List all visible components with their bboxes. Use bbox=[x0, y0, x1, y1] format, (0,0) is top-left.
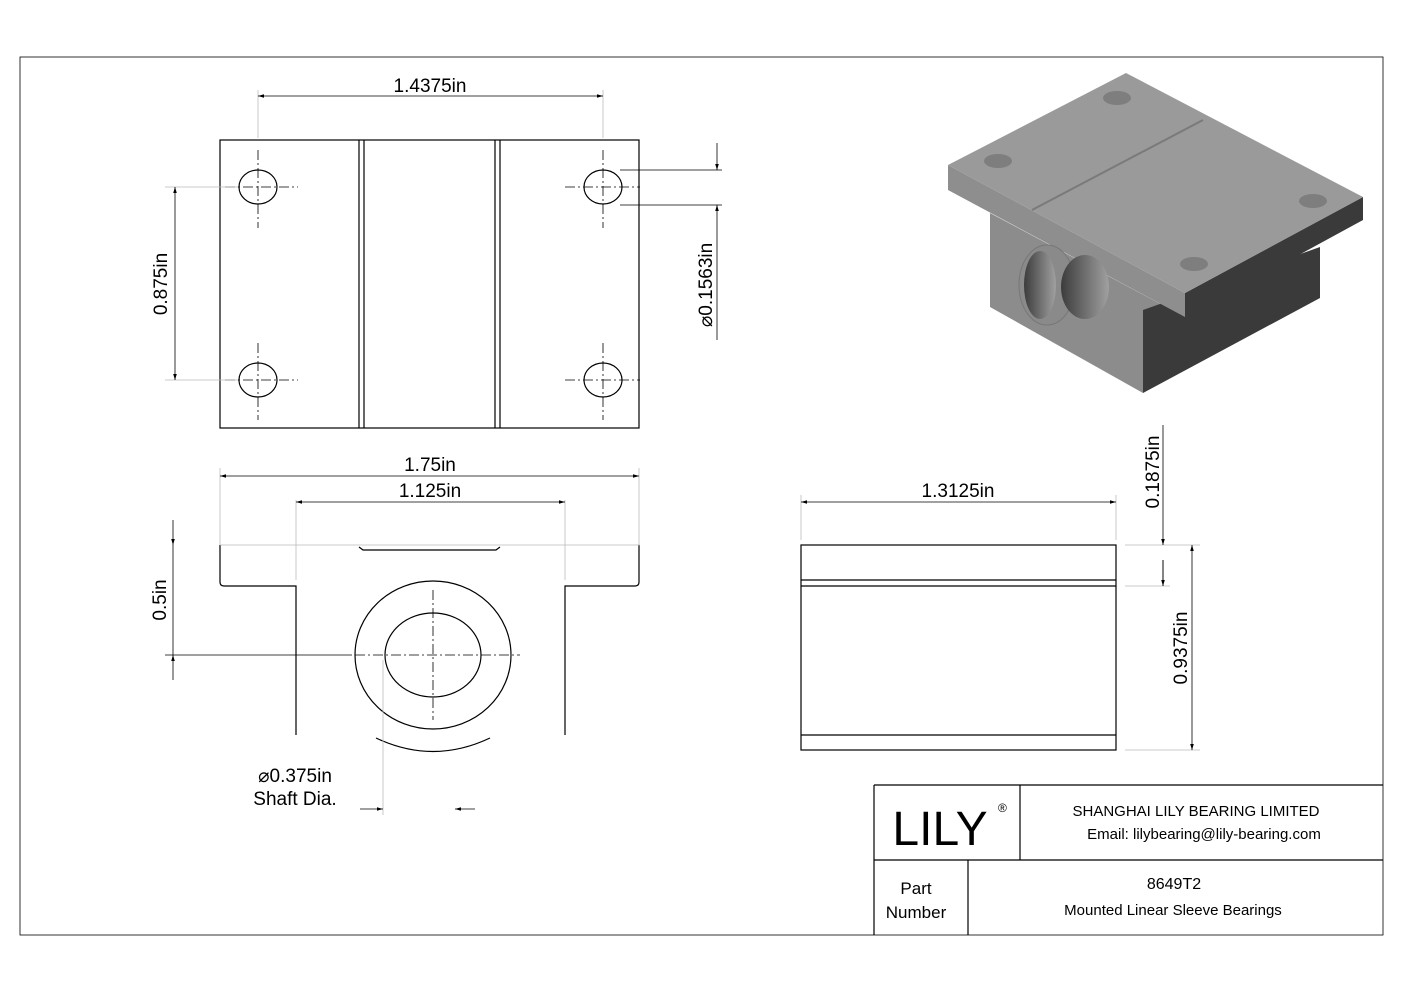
dim-overall-width: 1.75in bbox=[404, 455, 456, 476]
company-name: SHANGHAI LILY BEARING LIMITED bbox=[1072, 803, 1319, 820]
part-number: 8649T2 bbox=[1147, 876, 1201, 893]
dim-top-width: 1.4375in bbox=[394, 76, 467, 97]
dim-top-height: 0.875in bbox=[151, 253, 172, 315]
dim-hole-dia: ⌀0.1563in bbox=[696, 243, 717, 327]
part-description: Mounted Linear Sleeve Bearings bbox=[1064, 902, 1282, 919]
sheet-border bbox=[19, 56, 1384, 936]
dim-flange-thickness: 0.1875in bbox=[1143, 436, 1164, 509]
company-logo: LILY bbox=[892, 803, 987, 856]
side-view: 1.3125in 0.1875in 0.9375in bbox=[800, 425, 1200, 751]
front-view: 1.75in 1.125in 0.5in ⌀0.375in Shaft Dia. bbox=[150, 455, 640, 815]
title-block: LILY ® SHANGHAI LILY BEARING LIMITED Ema… bbox=[873, 784, 1383, 935]
dim-base-width: 1.125in bbox=[399, 481, 461, 502]
shaft-dia-label: Shaft Dia. bbox=[253, 789, 336, 810]
dim-overall-height: 0.9375in bbox=[1171, 612, 1192, 685]
number-label: Number bbox=[886, 903, 947, 922]
dim-center-height: 0.5in bbox=[150, 579, 171, 620]
dim-length: 1.3125in bbox=[922, 481, 995, 502]
dim-shaft-dia: ⌀0.375in bbox=[258, 766, 332, 787]
top-view: 1.4375in 0.875in ⌀0.1563in bbox=[151, 76, 722, 429]
company-email: Email: lilybearing@lily-bearing.com bbox=[1087, 826, 1321, 843]
part-label: Part bbox=[900, 879, 931, 898]
registered-mark: ® bbox=[998, 801, 1007, 815]
mounting-holes bbox=[225, 150, 640, 420]
isometric-view bbox=[948, 73, 1363, 393]
